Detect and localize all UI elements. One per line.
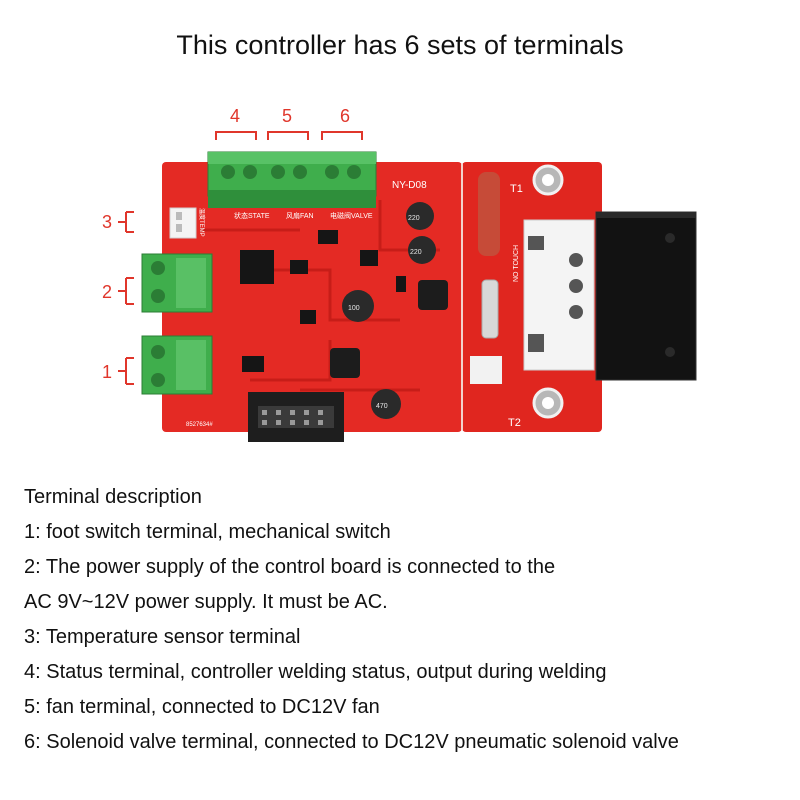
terminal-number-1: 1 <box>102 362 112 382</box>
svg-text:220: 220 <box>410 249 422 256</box>
terminal-block-power <box>141 253 213 313</box>
capacitor: 100 <box>342 290 374 322</box>
capacitor: 220 <box>406 202 434 230</box>
description-line-4: 4: Status terminal, controller welding s… <box>24 661 607 683</box>
description-line-2-cont: AC 9V~12V power supply. It must be AC. <box>24 591 388 613</box>
state-label: 状态STATE <box>234 211 270 220</box>
ribbon-header <box>248 392 344 442</box>
serial-label: 8527634# <box>186 422 213 428</box>
description-line-2: 2: The power supply of the control board… <box>24 556 556 578</box>
temp-label: 温度TEMP <box>198 208 206 237</box>
capacitor: 220 <box>408 236 436 264</box>
terminal-number-2: 2 <box>102 282 112 302</box>
terminal-block-foot-switch <box>141 335 213 395</box>
fan-label: 风扇FAN <box>286 211 314 220</box>
terminal-number-5: 5 <box>282 106 292 126</box>
description-line-3: 3: Temperature sensor terminal <box>24 626 301 648</box>
description-title: Terminal description <box>24 486 202 508</box>
terminal-block-top <box>207 151 377 208</box>
valve-label: 电磁阀VALVE <box>330 211 373 220</box>
board-model-label: NY-D08 <box>392 180 427 191</box>
temp-connector <box>169 207 197 239</box>
svg-text:100: 100 <box>348 305 360 312</box>
t2-label: T2 <box>508 417 521 429</box>
svg-text:470: 470 <box>376 403 388 410</box>
headline: This controller has 6 sets of terminals <box>176 30 624 60</box>
description-line-1: 1: foot switch terminal, mechanical swit… <box>24 521 391 543</box>
no-touch-label: NO TOUCH <box>513 245 520 282</box>
terminal-number-4: 4 <box>230 106 240 126</box>
description-line-5: 5: fan terminal, connected to DC12V fan <box>24 696 380 718</box>
terminal-number-3: 3 <box>102 212 112 232</box>
triac-module <box>595 211 697 381</box>
t1-label: T1 <box>510 183 523 195</box>
terminal-number-6: 6 <box>340 106 350 126</box>
svg-text:220: 220 <box>408 215 420 222</box>
description-line-6: 6: Solenoid valve terminal, connected to… <box>24 731 679 753</box>
controller-board-photo: 4 5 6 3 2 1 <box>0 90 800 450</box>
terminal-description: Terminal description 1: foot switch term… <box>24 480 794 760</box>
capacitor: 470 <box>371 389 401 419</box>
